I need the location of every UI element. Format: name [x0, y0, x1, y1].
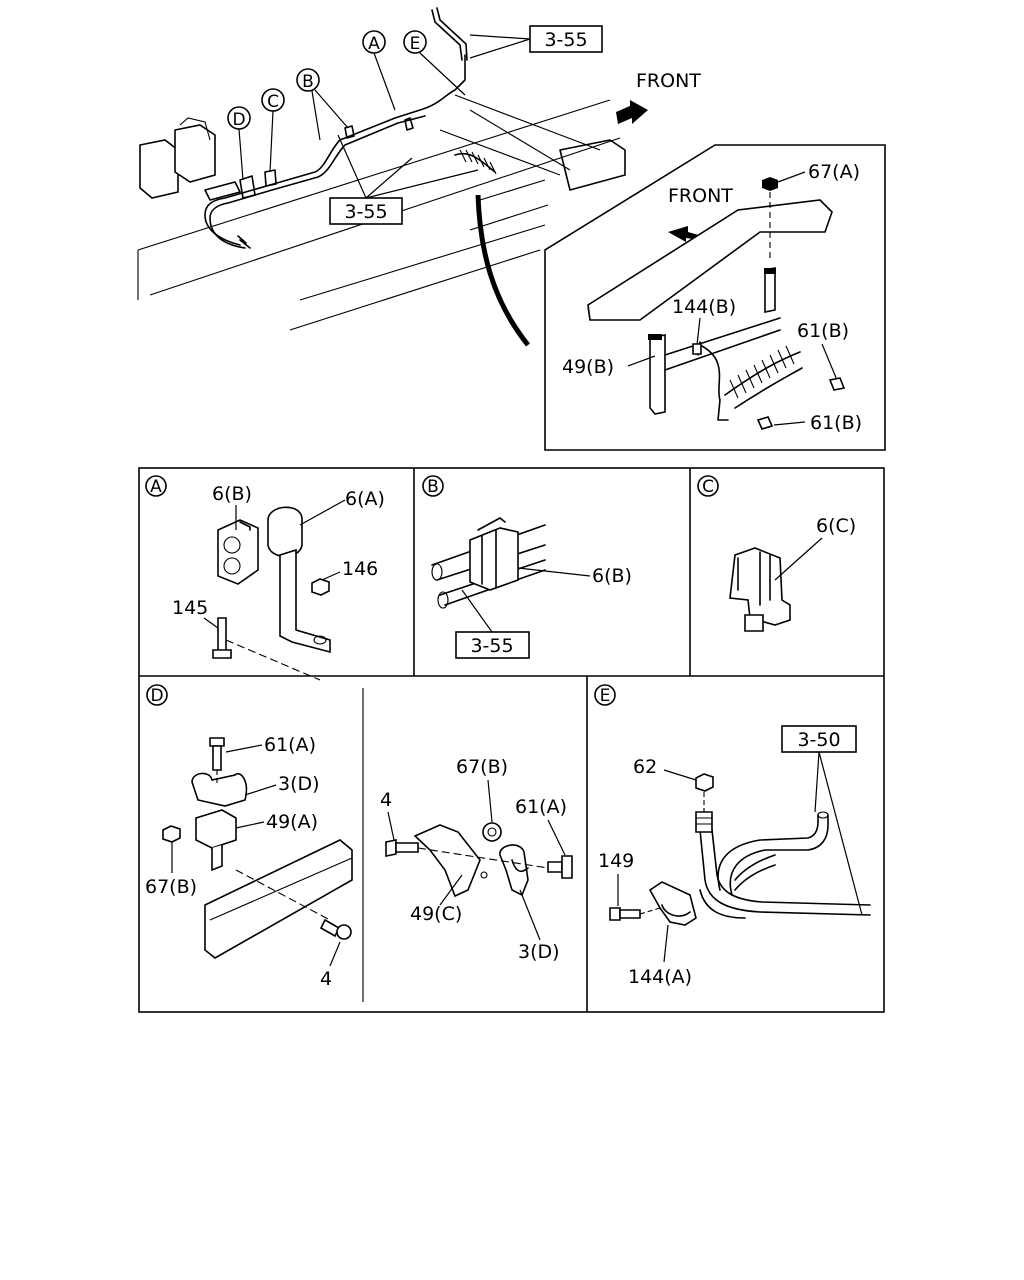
ref-box-3-55-lower [329, 197, 403, 225]
panel-d-label-4-1: 4 [320, 968, 332, 990]
panel-a-label-6a: 6(A) [345, 488, 385, 510]
panel-e-tag: E [600, 686, 611, 706]
ref-box-3-55-top [529, 25, 603, 53]
panel-d-right: 4 67(B) 61(A) 49(C) 3(D) [380, 756, 573, 963]
panel-b-tag: B [427, 477, 439, 497]
panel-a-tag: A [150, 477, 162, 497]
callout-d: D [227, 106, 251, 181]
panel-a-label-6b: 6(B) [212, 483, 252, 505]
inset-label-61b-2: 61(B) [810, 412, 862, 434]
panel-d-label-4-2: 4 [380, 789, 392, 811]
panel-d-tag: D [150, 686, 163, 706]
svg-text:D: D [232, 110, 245, 130]
panel-e-label-149: 149 [598, 850, 634, 872]
callout-e: E [403, 30, 466, 96]
panel-d-label-67b-1: 67(B) [145, 876, 197, 898]
inset-label-144b: 144(B) [672, 296, 736, 318]
panel-e-label-62: 62 [633, 756, 657, 778]
panel-a-label-145: 145 [172, 597, 208, 619]
panel-a: A 6(B) 6(A) 146 145 [145, 475, 385, 681]
callout-c: C [261, 88, 285, 173]
panel-b-ref: 3-55 [470, 635, 513, 657]
panel-e-ref: 3-50 [797, 729, 840, 751]
panel-b: B 6(B) 3-55 [422, 475, 632, 659]
inset-spring [724, 345, 803, 409]
panel-b-label-6b: 6(B) [592, 565, 632, 587]
svg-text:A: A [368, 34, 380, 54]
panel-d-label-49a: 49(A) [266, 811, 318, 833]
detail-grid [138, 467, 885, 1013]
panel-e: E 3-50 62 149 144(A) [594, 684, 871, 988]
ref-3-55-top: 3-55 [544, 29, 587, 51]
panel-d-label-49c: 49(C) [410, 903, 462, 925]
callout-b: B [296, 68, 349, 141]
panel-c-label-6c: 6(C) [816, 515, 856, 537]
inset-label-67a: 67(A) [808, 161, 860, 183]
panel-d-label-3d-2: 3(D) [518, 941, 560, 963]
panel-e-label-144a: 144(A) [628, 966, 692, 988]
panel-d-label-3d-1: 3(D) [278, 773, 320, 795]
panel-c-tag: C [702, 477, 714, 497]
panel-d-label-67b-2: 67(B) [456, 756, 508, 778]
inset-label-61b-1: 61(B) [797, 320, 849, 342]
inset-label-49b: 49(B) [562, 356, 614, 378]
panel-d-label-61a-1: 61(A) [264, 734, 316, 756]
ref-3-55-lower: 3-55 [344, 201, 387, 223]
svg-text:C: C [267, 92, 279, 112]
main-assembly-view: FRONT A E B C D 3-55 [137, 7, 701, 347]
panel-d-label-61a-2: 61(A) [515, 796, 567, 818]
panel-b-ref-box [455, 631, 530, 659]
svg-text:E: E [410, 34, 421, 54]
callout-a: A [362, 30, 396, 111]
panel-a-label-146: 146 [342, 558, 378, 580]
front-label-top: FRONT [636, 70, 701, 92]
front-label-inset: FRONT [668, 185, 733, 207]
hose-spring-main [454, 149, 497, 175]
svg-text:B: B [302, 72, 314, 92]
inset-view: FRONT 67(A) 144(B) 61(B) 49( [544, 144, 886, 451]
panel-d: D 61(A) 3(D) 49(A) 67(B) 4 [145, 684, 353, 990]
panel-c: C 6(C) [697, 475, 856, 632]
